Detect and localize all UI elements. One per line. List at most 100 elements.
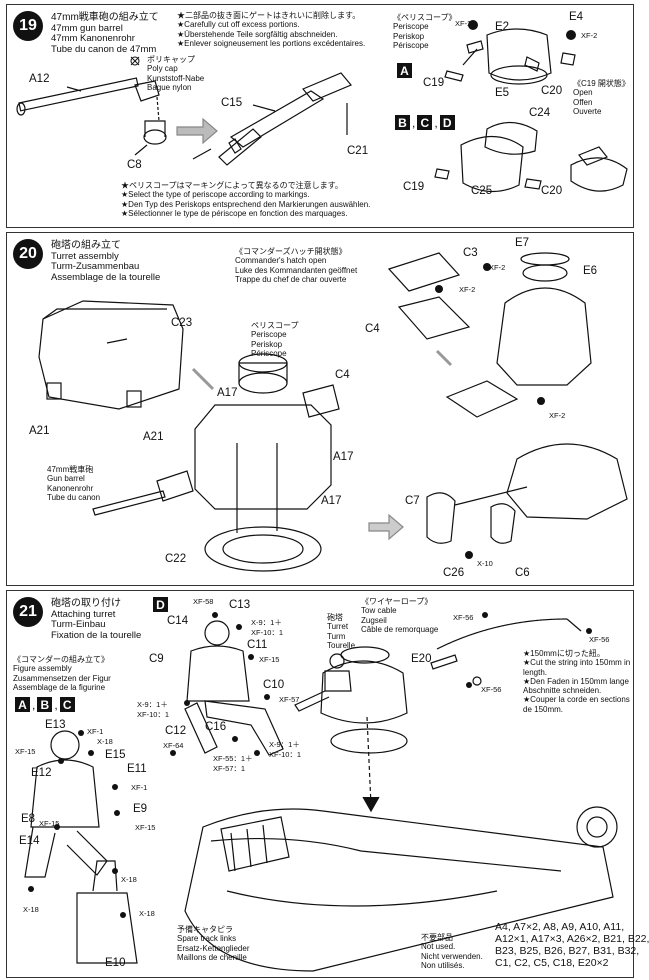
part-c26: C26 bbox=[443, 567, 465, 579]
paint-mix-3b: XF-10：1 bbox=[137, 710, 170, 719]
marking-box-d: D bbox=[439, 115, 455, 130]
part-c11: C11 bbox=[247, 639, 268, 651]
part-c9: C9 bbox=[149, 653, 164, 665]
paint-mix-1: X-9：1＋ bbox=[251, 618, 282, 627]
paint-xf56: XF-56 bbox=[481, 685, 502, 694]
part-c16: C16 bbox=[205, 721, 227, 733]
part-c19: C19 bbox=[403, 181, 425, 193]
part-e4: E4 bbox=[569, 11, 584, 23]
paint-mix-2: XF-55：1＋ bbox=[213, 754, 253, 763]
part-c14: C14 bbox=[167, 615, 189, 627]
excess-portions-note: ★二部品の抜き面にゲートはきれいに削除します。★Carefully cut of… bbox=[177, 11, 366, 48]
paint-mix-1b: XF-10：1 bbox=[269, 750, 302, 759]
part-e5: E5 bbox=[495, 87, 510, 99]
marking-box-b: B bbox=[395, 115, 410, 130]
part-c25: C25 bbox=[471, 185, 493, 197]
marking-boxes-abc: A , B , C bbox=[15, 697, 75, 712]
paint-xf56: XF-56 bbox=[453, 613, 474, 622]
part-c12: C12 bbox=[165, 725, 187, 737]
part-a17: A17 bbox=[321, 495, 342, 507]
part-e10: E10 bbox=[105, 957, 126, 969]
part-e2: E2 bbox=[495, 21, 510, 33]
paint-xf57: XF-57 bbox=[279, 695, 300, 704]
part-e13: E13 bbox=[45, 719, 66, 731]
paint-mix-1: X-9：1＋ bbox=[269, 740, 300, 749]
marking-box-c: C bbox=[59, 697, 75, 712]
part-c22: C22 bbox=[165, 553, 187, 565]
part-c7: C7 bbox=[405, 495, 420, 507]
cable-length-note: ★150mmに切った紐。★Cut the string into 150mm i… bbox=[523, 649, 631, 714]
paint-xf15: XF-15 bbox=[135, 823, 156, 832]
paint-mix-1b: XF-10：1 bbox=[251, 628, 284, 637]
marking-box-d: D bbox=[153, 597, 168, 612]
part-c10: C10 bbox=[263, 679, 285, 691]
step-title: 47mm戦車砲の組み立て 47mm gun barrel 47mm Kanone… bbox=[51, 12, 159, 55]
paint-xf2: XF-2 bbox=[455, 19, 472, 28]
part-c6: C6 bbox=[515, 567, 530, 579]
part-e12: E12 bbox=[31, 767, 52, 779]
part-c19: C19 bbox=[423, 77, 445, 89]
part-c21: C21 bbox=[347, 145, 369, 157]
part-e6: E6 bbox=[583, 265, 598, 277]
part-a21: A21 bbox=[143, 431, 164, 443]
marking-box-a: A bbox=[15, 697, 30, 712]
part-e20: E20 bbox=[411, 653, 432, 665]
paint-xf2: XF-2 bbox=[581, 31, 598, 40]
separator: , bbox=[434, 115, 438, 130]
paint-xf2: XF-2 bbox=[459, 285, 476, 294]
separator: , bbox=[32, 697, 36, 712]
part-c15: C15 bbox=[221, 97, 243, 109]
periscope-type-note: ★ペリスコープはマーキングによって異なるので注意します。★Select the … bbox=[121, 181, 371, 218]
paint-mix-2b: XF-57：1 bbox=[213, 764, 246, 773]
step-number: 19 bbox=[13, 11, 43, 41]
paint-xf2: XF-2 bbox=[489, 263, 506, 272]
paint-xf56: XF-56 bbox=[589, 635, 610, 644]
step-number: 21 bbox=[13, 597, 43, 627]
paint-x18: X-18 bbox=[139, 909, 155, 918]
part-e8: E8 bbox=[21, 813, 36, 825]
part-c8: C8 bbox=[127, 159, 142, 171]
part-c4: C4 bbox=[365, 323, 380, 335]
separator: , bbox=[54, 697, 58, 712]
separator: , bbox=[412, 115, 416, 130]
part-c4: C4 bbox=[335, 369, 350, 381]
part-c23: C23 bbox=[171, 317, 193, 329]
part-c20: C20 bbox=[541, 85, 563, 97]
paint-xf58: XF-58 bbox=[193, 597, 214, 606]
step-19-drawing bbox=[16, 20, 628, 193]
marking-box-a: A bbox=[397, 63, 412, 78]
paint-xf1: XF-1 bbox=[131, 783, 148, 792]
part-e11: E11 bbox=[127, 763, 147, 775]
paint-xf15: XF-15 bbox=[259, 655, 280, 664]
part-a12: A12 bbox=[29, 73, 50, 85]
paint-x18: X-18 bbox=[23, 905, 39, 914]
paint-x18: X-18 bbox=[121, 875, 137, 884]
marking-boxes-bcd: B , C , D bbox=[395, 115, 455, 130]
marking-box-c: C bbox=[417, 115, 433, 130]
part-c20: C20 bbox=[541, 185, 563, 197]
part-a17: A17 bbox=[333, 451, 354, 463]
paint-xf1: XF-1 bbox=[87, 727, 104, 736]
paint-mix-3: X-9：1＋ bbox=[137, 700, 168, 709]
paint-xf64: XF-64 bbox=[163, 741, 184, 750]
paint-xf15: XF-15 bbox=[15, 747, 36, 756]
part-e9: E9 bbox=[133, 803, 148, 815]
part-e15: E15 bbox=[105, 749, 126, 761]
step-number: 20 bbox=[13, 239, 43, 269]
step-19-panel: 19 47mm戦車砲の組み立て 47mm gun barrel 47mm Kan… bbox=[6, 4, 634, 228]
part-a17: A17 bbox=[217, 387, 238, 399]
part-c3: C3 bbox=[463, 247, 478, 259]
